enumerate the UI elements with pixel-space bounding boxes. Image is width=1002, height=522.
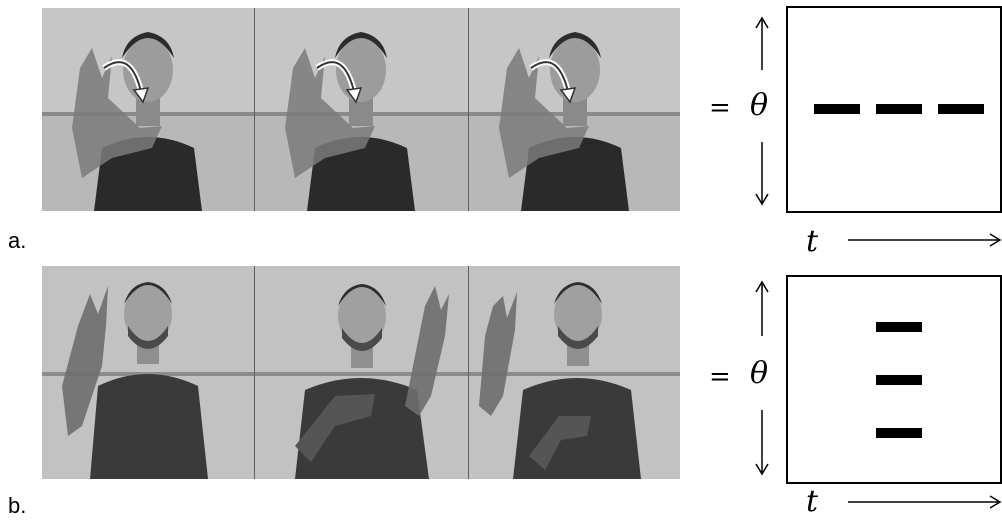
row-a-theta-arrows (755, 16, 769, 206)
down-arrow-icon (755, 142, 769, 206)
row-a-frame-1 (42, 8, 255, 211)
row-b-frame-1 (42, 266, 255, 479)
row-a-dash (814, 104, 860, 114)
row-b-theta-time-box (786, 275, 1002, 484)
row-b-label: b. (8, 493, 27, 518)
signer-image (255, 266, 468, 479)
down-arrow-icon (755, 410, 769, 476)
row-b-dash (876, 428, 922, 438)
row-a-dash (938, 104, 984, 114)
row-a-label: a. (8, 228, 27, 253)
row-a-theta-symbol: θ (750, 88, 769, 123)
row-b-time-arrow (848, 495, 1002, 509)
row-b-frame-3 (469, 266, 680, 479)
signer-image (255, 8, 468, 211)
row-a-time-arrow (848, 233, 1002, 247)
row-a-photo-strip (42, 8, 680, 211)
row-b-frame-2 (255, 266, 469, 479)
row-a-frame-2 (255, 8, 469, 211)
row-a-time-symbol: t (806, 224, 819, 259)
row-b-theta-symbol: θ (750, 356, 769, 391)
row-b-photo-strip (42, 266, 680, 479)
row-a-frame-3 (469, 8, 680, 211)
row-b-time-symbol: t (806, 484, 819, 519)
signer-image (42, 8, 254, 211)
row-a-theta-time-box (786, 6, 1002, 213)
row-a-equals: = (709, 93, 731, 123)
signer-image (469, 266, 680, 479)
right-arrow-icon (848, 233, 1002, 247)
up-arrow-icon (755, 280, 769, 336)
row-b-theta-arrows (755, 280, 769, 476)
row-b-equals: = (709, 362, 731, 392)
right-arrow-icon (848, 495, 1002, 509)
signer-image (42, 266, 254, 479)
row-b-dash (876, 322, 922, 332)
signer-image (469, 8, 680, 211)
row-a-dash (876, 104, 922, 114)
up-arrow-icon (755, 16, 769, 70)
row-b-dash (876, 375, 922, 385)
